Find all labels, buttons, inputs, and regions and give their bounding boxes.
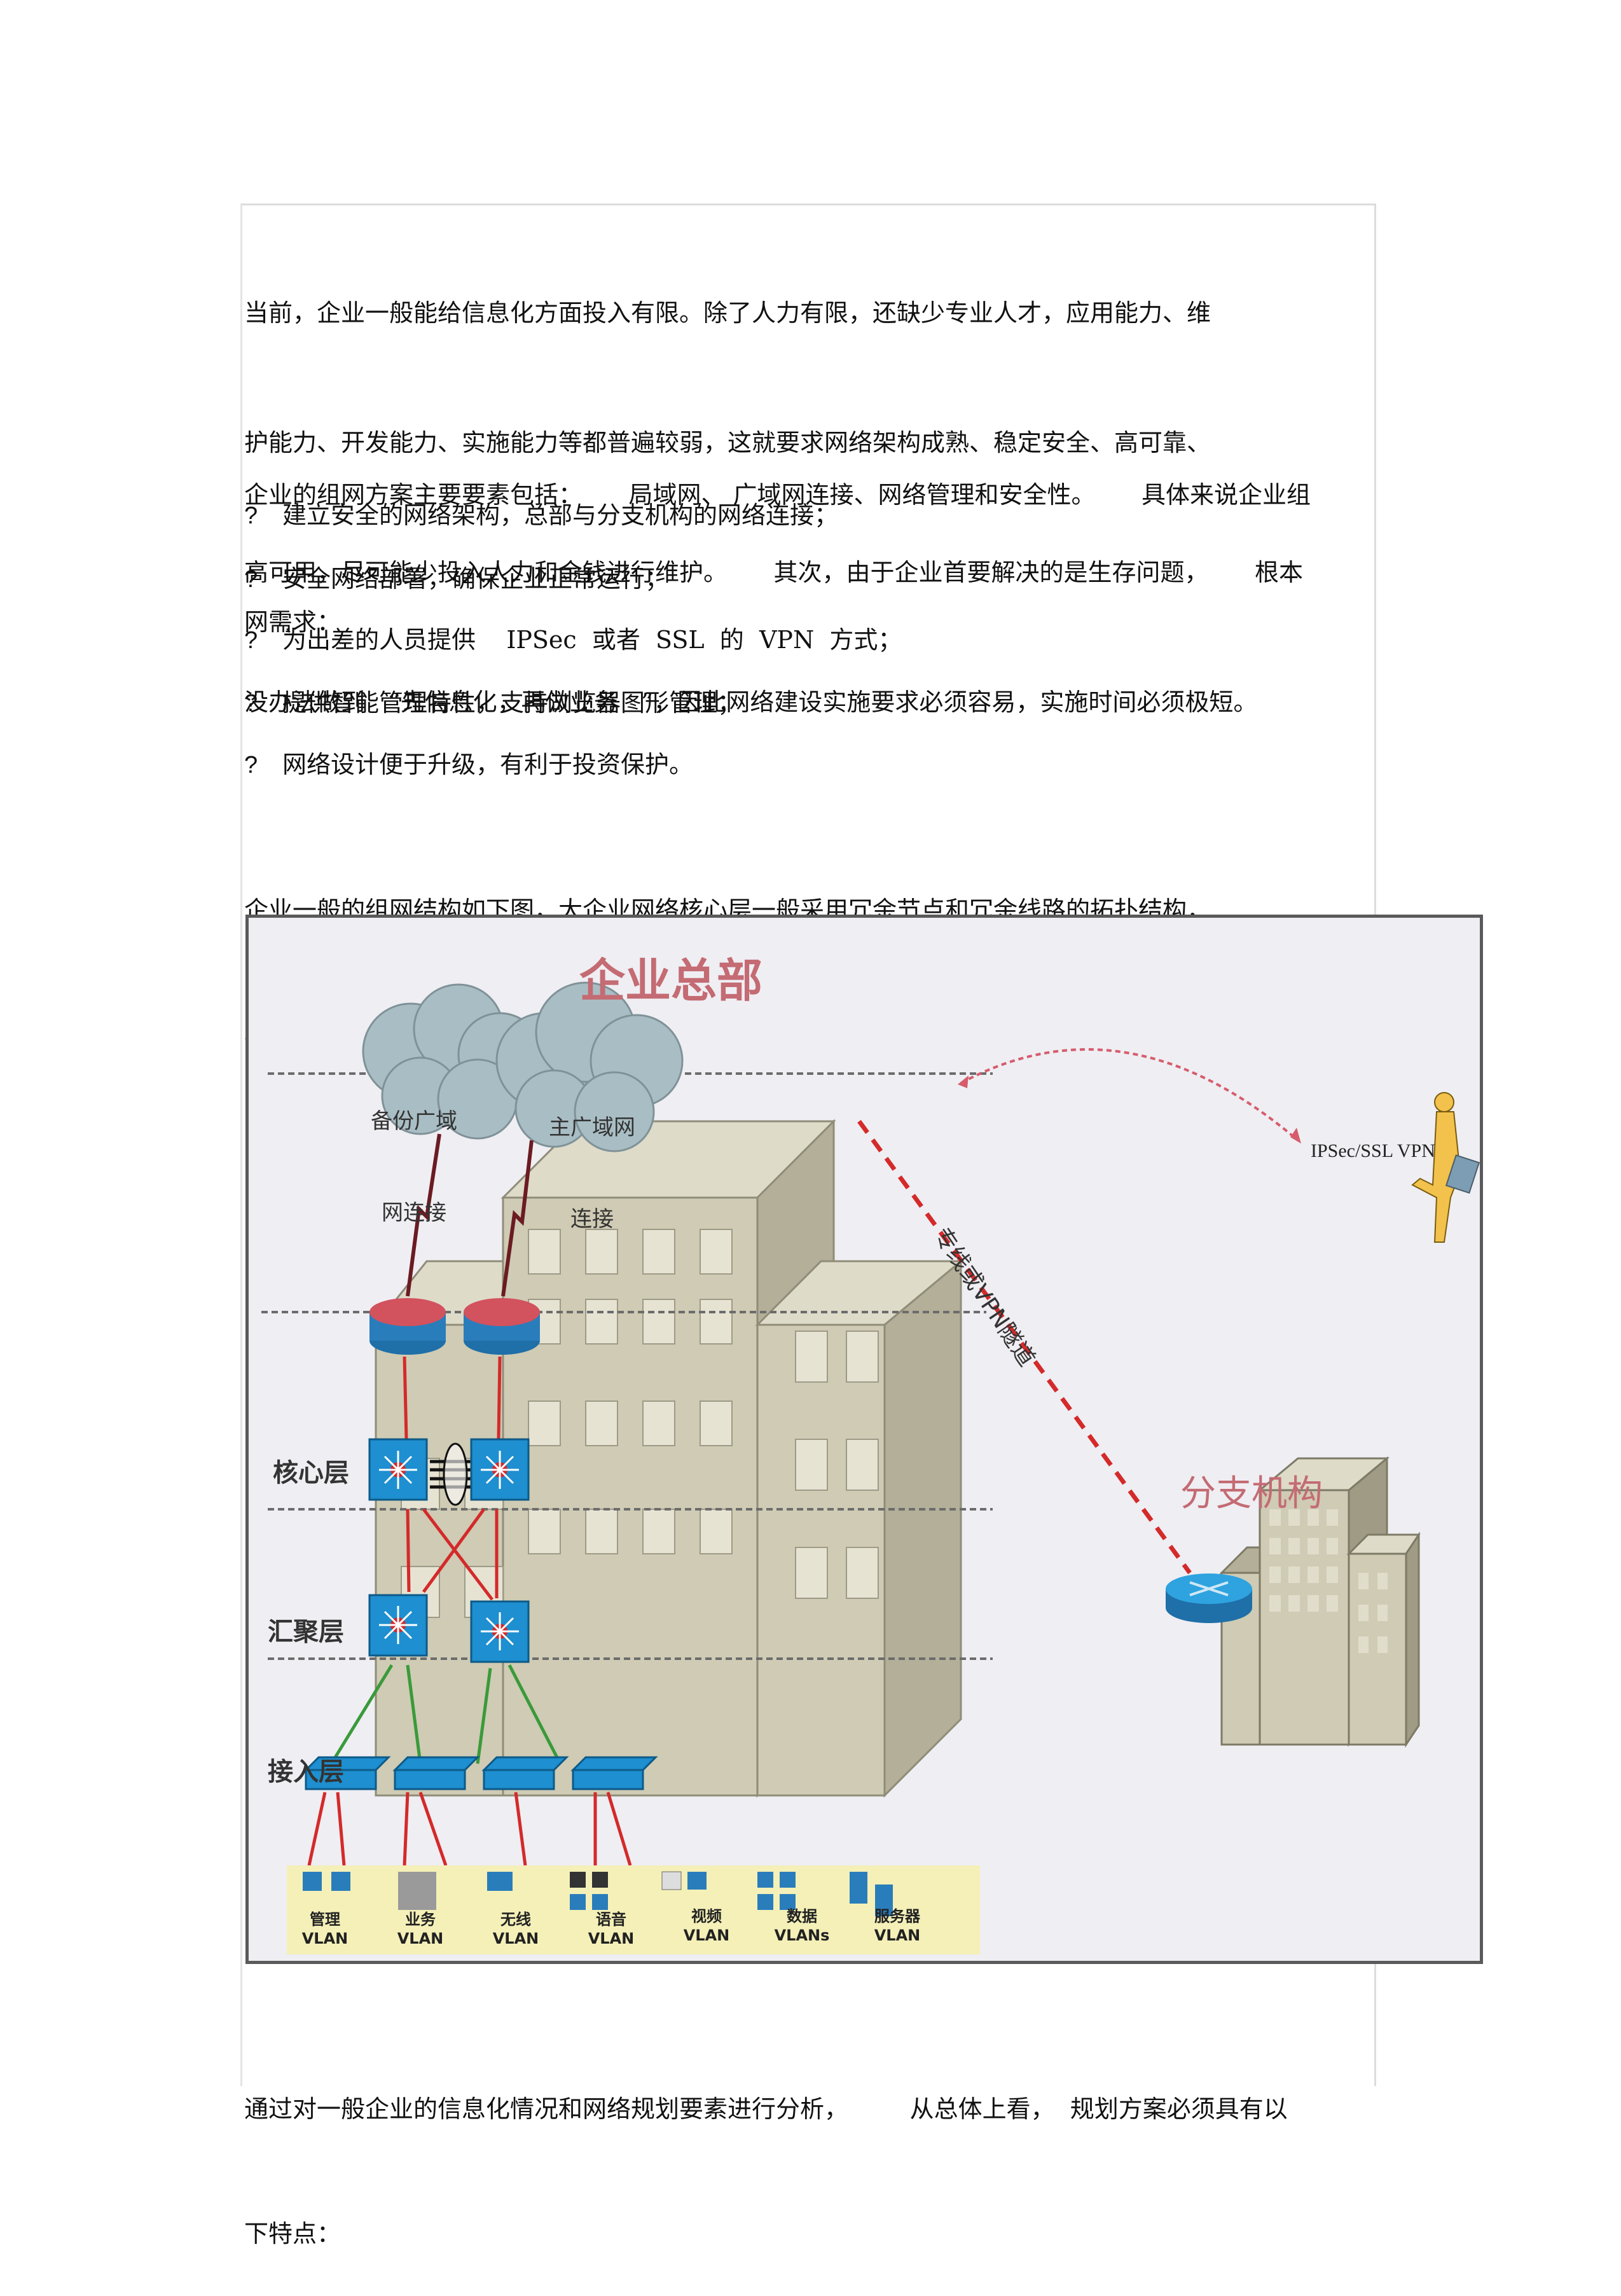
paragraph-elements: 企业的组网方案主要要素包括： 局域网、 广域网连接、网络管理和安全性。 具体来说… [244, 387, 1376, 684]
text-line: 没办法做到 “先信息化，再做业务 ”，因此网络建设实施要求必须容易，实施时间必须… [244, 688, 1258, 716]
text-line: 网需求： [244, 608, 341, 636]
remote-vpn-link [960, 1048, 1299, 1142]
requirement-item: ?提供智能管理特性，支持浏览器图形管理； [244, 684, 742, 723]
requirement-item: ?建立安全的网络架构，总部与分支机构的网络连接； [244, 496, 838, 535]
layer-label-distribution: 汇聚层 [268, 1617, 344, 1647]
text-line: 当前，企业一般能给信息化方面投入有限。除了人力有限，还缺少专业人才，应用能力、维 [244, 299, 1211, 327]
red-links [403, 1356, 502, 1601]
hq-buildings-icon [373, 1119, 964, 1798]
branch-building-icon [1219, 1456, 1421, 1748]
core-switch-icon [368, 1438, 428, 1501]
topology-graphics [261, 981, 1480, 1954]
branch-title: 分支机构 [1180, 1473, 1323, 1514]
bullet-glyph: ? [244, 566, 258, 593]
cloud-icon [362, 983, 542, 1140]
cloud-icon [495, 981, 684, 1152]
text-line: 下特点： [244, 2220, 341, 2248]
branch-router-icon [1166, 1573, 1252, 1623]
bullet-glyph: ? [244, 752, 258, 778]
hq-title: 企业总部 [579, 954, 763, 1007]
remote-user-icon [1411, 1092, 1480, 1243]
distribution-switch-icon [470, 1600, 530, 1663]
text-line: 企业的组网方案主要要素包括： 局域网、 广域网连接、网络管理和安全性。 具体来说… [244, 481, 1311, 509]
router-icon [464, 1298, 540, 1355]
wan-link-primary [501, 1140, 534, 1297]
cloud-backup-wan-label: 备份广域 网连接 [371, 1109, 457, 1226]
router-icon [369, 1298, 446, 1355]
bullet-glyph: ? [244, 502, 258, 529]
text-line: 护能力、开发能力、实施能力等都普遍较弱，这就要求网络架构成熟、稳定安全、高可靠、 [244, 429, 1211, 457]
paragraph-analysis: 通过对一般企业的信息化情况和网络规划要素进行分析， 从总体上看， 规划方案必须具… [244, 2003, 1376, 2296]
text-line: 高可用，尽可能少投入人力和金钱进行维护。 其次，由于企业首要解决的是生存问题， … [244, 558, 1303, 586]
paragraph-intro: 当前，企业一般能给信息化方面投入有限。除了人力有限，还缺少专业人才，应用能力、维… [244, 205, 1376, 767]
requirement-item: ?安全网络部署，确保企业正常运行； [244, 560, 669, 598]
requirement-item: ?为出差的人员提供 IPSec 或者 SSL 的 VPN 方式； [244, 621, 902, 660]
core-switch-icon [470, 1438, 530, 1501]
layer-label-access: 接入层 [268, 1757, 344, 1787]
wan-link-backup [406, 1133, 441, 1297]
cloud-primary-wan-label: 主广域网 连接 [549, 1115, 635, 1232]
distribution-switch-icon [368, 1594, 428, 1657]
network-topology-diagram: 企业总部 分支机构 备份广域 网连接 主广域网 连接 IPSec/SSL VPN… [245, 915, 1483, 1964]
green-links [329, 1664, 562, 1765]
layer-label-core: 核心层 [273, 1458, 349, 1488]
vlan-links [307, 1792, 632, 1866]
access-switch-icon [303, 1756, 658, 1790]
vlan-device-icons [303, 1871, 893, 1916]
remote-vpn-label: IPSec/SSL VPN [1311, 1140, 1435, 1161]
bullet-glyph: ? [244, 690, 258, 717]
tunnel-link [857, 1119, 1192, 1575]
requirement-item: ?网络设计便于升级，有利于投资保护。 [244, 745, 693, 784]
text-line: 通过对一般企业的信息化情况和网络规划要素进行分析， 从总体上看， 规划方案必须具… [244, 2095, 1288, 2123]
bullet-glyph: ? [244, 627, 258, 654]
